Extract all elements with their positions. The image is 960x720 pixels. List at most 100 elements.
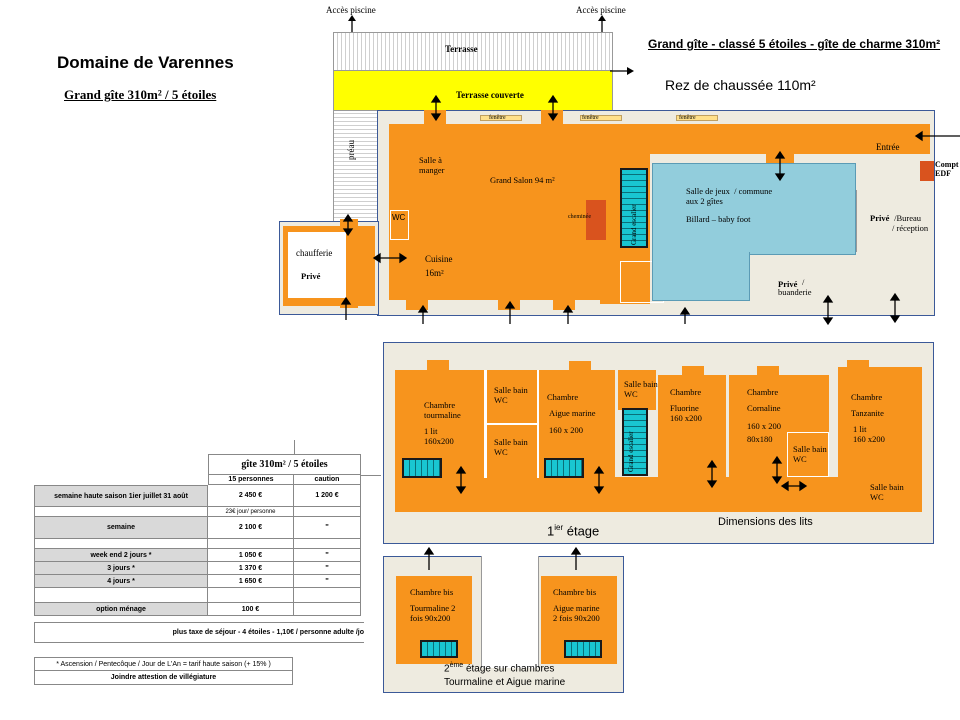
- price-price-text: 100 €: [241, 605, 260, 613]
- ground-door-arrows: [340, 94, 960, 326]
- acces-piscine-left-label: Accès piscine: [326, 5, 376, 15]
- col-persons-label: 15 personnes: [228, 476, 274, 483]
- fenetre-1: [480, 115, 522, 121]
- price-cell-label: [34, 588, 208, 603]
- price-caution-text: '': [325, 564, 329, 572]
- price-cell-caution: [294, 539, 361, 549]
- price-price-text: 1 650 €: [238, 577, 263, 585]
- covered-terrace-label: Terrasse couverte: [456, 90, 524, 100]
- fluorine-chambre-label: Chambre: [670, 387, 702, 397]
- chambre-bis-1-label: Chambre bis: [410, 587, 454, 597]
- second-floor-door-arrows: [423, 546, 582, 570]
- price-caution-text: 1 200 €: [315, 492, 339, 499]
- game-room-lower: [652, 252, 750, 301]
- note-cell: * Ascension / Pentecôque / Jour de L'An …: [34, 657, 293, 671]
- price-cell-label: [34, 539, 208, 549]
- price-label-text: semaine haute saison 1ier juillet 31 aoû…: [54, 492, 188, 500]
- price-cell-caution: '': [294, 575, 361, 588]
- classification-title: Grand gîte - classé 5 étoiles - gîte de …: [648, 37, 941, 51]
- price-cell-caution: [294, 588, 361, 603]
- bureau-divider: [856, 190, 857, 252]
- first-floor-label-sup: ier: [554, 523, 564, 532]
- price-table-top-extend: [361, 475, 381, 476]
- second-floor-void: [481, 556, 539, 668]
- fluorine-name-label: Fluorine 160 x200: [670, 403, 702, 423]
- wc-label: WC: [392, 213, 406, 222]
- col-caution-label: caution: [314, 476, 340, 483]
- first-floor-label-num: 1: [547, 523, 555, 539]
- corridor-top: [600, 124, 930, 154]
- buanderie-label: / buanderie: [778, 277, 812, 297]
- door-nub-1f-4: [757, 366, 779, 378]
- second-floor-label: 2ème étage sur chambres: [444, 662, 554, 675]
- fireplace-label: cheminée: [568, 214, 591, 220]
- col-persons-cell: 15 personnes: [208, 475, 294, 485]
- salle-a-manger-label: Salle à manger: [419, 155, 445, 175]
- taxe-cell: plus taxe de séjour - 4 étoiles - 1,10€ …: [34, 622, 364, 643]
- dining-salon-block: [389, 124, 608, 300]
- col-caution-cell: caution: [294, 475, 361, 485]
- price-cell-caution: '': [294, 549, 361, 562]
- note-label: * Ascension / Pentecôque / Jour de L'An …: [56, 660, 271, 668]
- price-cell-label: 4 jours *: [34, 575, 208, 588]
- prive-bureau-label: /Bureau / réception: [892, 213, 929, 233]
- stair-bis-aigue: [564, 640, 602, 658]
- price-cell-caution: '': [294, 562, 361, 575]
- first-floor-label-text: étage: [563, 523, 600, 539]
- price-cell-price: [208, 588, 294, 603]
- first-floor-corridor: [395, 477, 922, 512]
- ground-floor-label: Rez de chaussée 110m²: [665, 77, 816, 93]
- acces-piscine-right-label: Accès piscine: [576, 5, 626, 15]
- first-floor-staircase: [622, 408, 648, 476]
- second-floor-label-sup: ème: [449, 662, 464, 669]
- price-label-text: option ménage: [96, 605, 146, 613]
- wc-box: [390, 210, 409, 240]
- sdb-divider-3: [487, 423, 537, 425]
- sdb-5-label: Salle bain WC: [870, 482, 904, 502]
- fenetre-1-label: fenêtre: [489, 115, 506, 121]
- stair-aigue: [544, 458, 584, 478]
- price-cell-caution: [294, 603, 361, 616]
- price-label-text: 4 jours *: [107, 577, 135, 585]
- sdb-divider-1: [484, 370, 487, 478]
- tourmaline-bed-label: 1 lit 160x200: [424, 426, 454, 446]
- stair-tourmaline: [402, 458, 442, 478]
- fenetre-2-label: fenêtre: [582, 115, 599, 121]
- price-cell-price: 1 050 €: [208, 549, 294, 562]
- prive-buanderie-label-bold: Privé: [778, 279, 798, 289]
- price-cell-label: [34, 507, 208, 517]
- cornaline-chambre-label: Chambre: [747, 387, 779, 397]
- game-room-label: Salle de jeux / commune aux 2 gîtes: [686, 186, 773, 206]
- door-nub-1f-3: [682, 366, 704, 378]
- price-caution-text: '': [325, 551, 329, 559]
- price-price-text: 2 100 €: [238, 524, 263, 531]
- price-price-text: 1 050 €: [238, 551, 263, 559]
- second-floor-label-text: étage sur chambres: [463, 663, 555, 675]
- edf-meter: [920, 161, 934, 181]
- chaufferie-label: chaufferie: [296, 248, 333, 258]
- price-caution-text: '': [325, 577, 329, 585]
- cuisine-label: Cuisine 16m²: [425, 254, 453, 279]
- sdb-2-room: [487, 425, 537, 478]
- price-cell-price: 2 450 €: [208, 485, 294, 507]
- price-cell-price: 23€ jour/ personne: [208, 507, 294, 517]
- price-table-top-line: [294, 440, 295, 454]
- sdb-4-box: [787, 432, 829, 477]
- chambre-fluorine-room: [658, 375, 726, 477]
- door-nub-1f-2: [569, 361, 591, 373]
- game-room: [652, 163, 856, 255]
- door-nub-1f-1: [427, 360, 449, 372]
- aigue-marine-2-label: Aigue marine 2 fois 90x200: [553, 603, 600, 623]
- sdb-1-label: Salle bain WC: [494, 385, 528, 405]
- aigue-bed-label: 160 x 200: [549, 425, 583, 435]
- bed-dimensions-label: Dimensions des lits: [718, 516, 813, 528]
- fenetre-2: [580, 115, 622, 121]
- sdb-3-label: Salle bain WC: [624, 379, 658, 399]
- price-cell-price: 1 650 €: [208, 575, 294, 588]
- fenetre-3: [676, 115, 718, 121]
- aigue-chambre-label: Chambre: [547, 392, 579, 402]
- terrace-exit-arrow: [610, 67, 634, 75]
- first-floor-door-arrows: [455, 455, 808, 495]
- price-cell-caution: 1 200 €: [294, 485, 361, 507]
- door-nub-5: [553, 296, 575, 310]
